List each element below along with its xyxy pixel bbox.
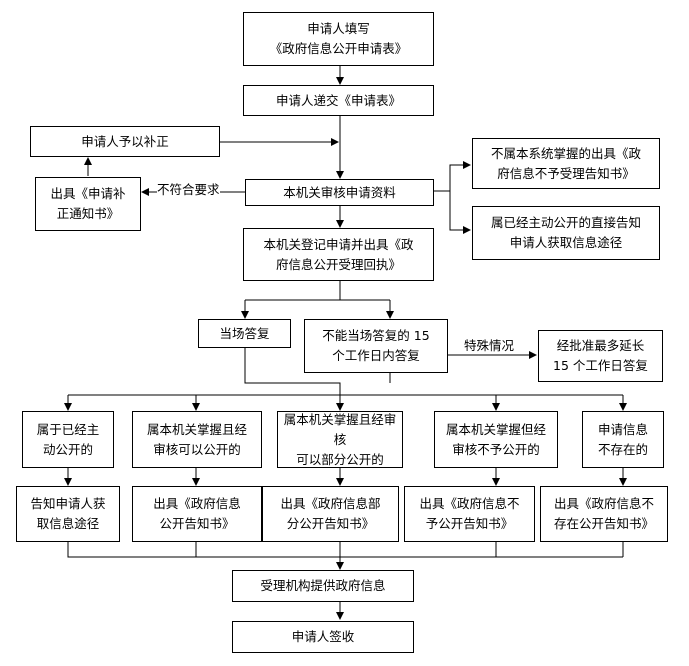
arrow-to-on-the-spot <box>245 299 390 318</box>
node-already-public: 属已经主动公开的直接告知 申请人获取信息途径 <box>472 206 660 260</box>
node-out-nonexistent-notice: 出具《政府信息不 存在公开告知书》 <box>540 486 668 542</box>
node-submit-form: 申请人递交《申请表》 <box>243 85 434 116</box>
node-on-the-spot: 当场答复 <box>198 319 291 348</box>
arrow-review-to-not-held <box>434 161 471 192</box>
node-sign-receipt: 申请人签收 <box>232 621 414 653</box>
node-out-disclosure-notice: 出具《政府信息 公开告知书》 <box>132 486 262 542</box>
node-not-held: 不属本系统掌握的出具《政 府信息不予受理告知书》 <box>472 138 660 189</box>
node-cat-disclosable: 属本机关掌握且经 审核可以公开的 <box>132 411 262 468</box>
node-out-inform-channel: 告知申请人获 取信息途径 <box>16 486 120 542</box>
node-within-15-days: 不能当场答复的 15 个工作日内答复 <box>304 319 448 373</box>
node-fill-form: 申请人填写 《政府信息公开申请表》 <box>243 12 434 66</box>
node-cat-not-disclosable: 属本机关掌握但经 审核不予公开的 <box>434 411 558 468</box>
edge-label-special-circumstances: 特殊情况 <box>464 338 515 354</box>
line-merge-responses <box>244 348 391 395</box>
node-cat-partial: 属本机关掌握且经审核 可以部分公开的 <box>277 411 403 468</box>
node-correction-notice: 出具《申请补 正通知书》 <box>35 177 141 231</box>
node-out-nondisclosure-notice: 出具《政府信息不 予公开告知书》 <box>404 486 535 542</box>
node-register: 本机关登记申请并出具《政 府信息公开受理回执》 <box>243 228 434 281</box>
line-output-bus <box>67 542 624 558</box>
node-supplement: 申请人予以补正 <box>30 126 220 157</box>
node-provide-info: 受理机构提供政府信息 <box>232 570 414 602</box>
node-cat-public: 属于已经主 动公开的 <box>22 411 114 468</box>
node-review: 本机关审核申请资料 <box>245 179 434 206</box>
edge-label-non-compliant: 不符合要求 <box>157 182 220 198</box>
arrow-review-to-already-public <box>449 191 471 234</box>
node-cat-nonexistent: 申请信息 不存在的 <box>582 411 664 468</box>
node-out-partial-notice: 出具《政府信息部 分公开告知书》 <box>262 486 399 542</box>
node-extension: 经批准最多延长 15 个工作日答复 <box>538 330 663 382</box>
